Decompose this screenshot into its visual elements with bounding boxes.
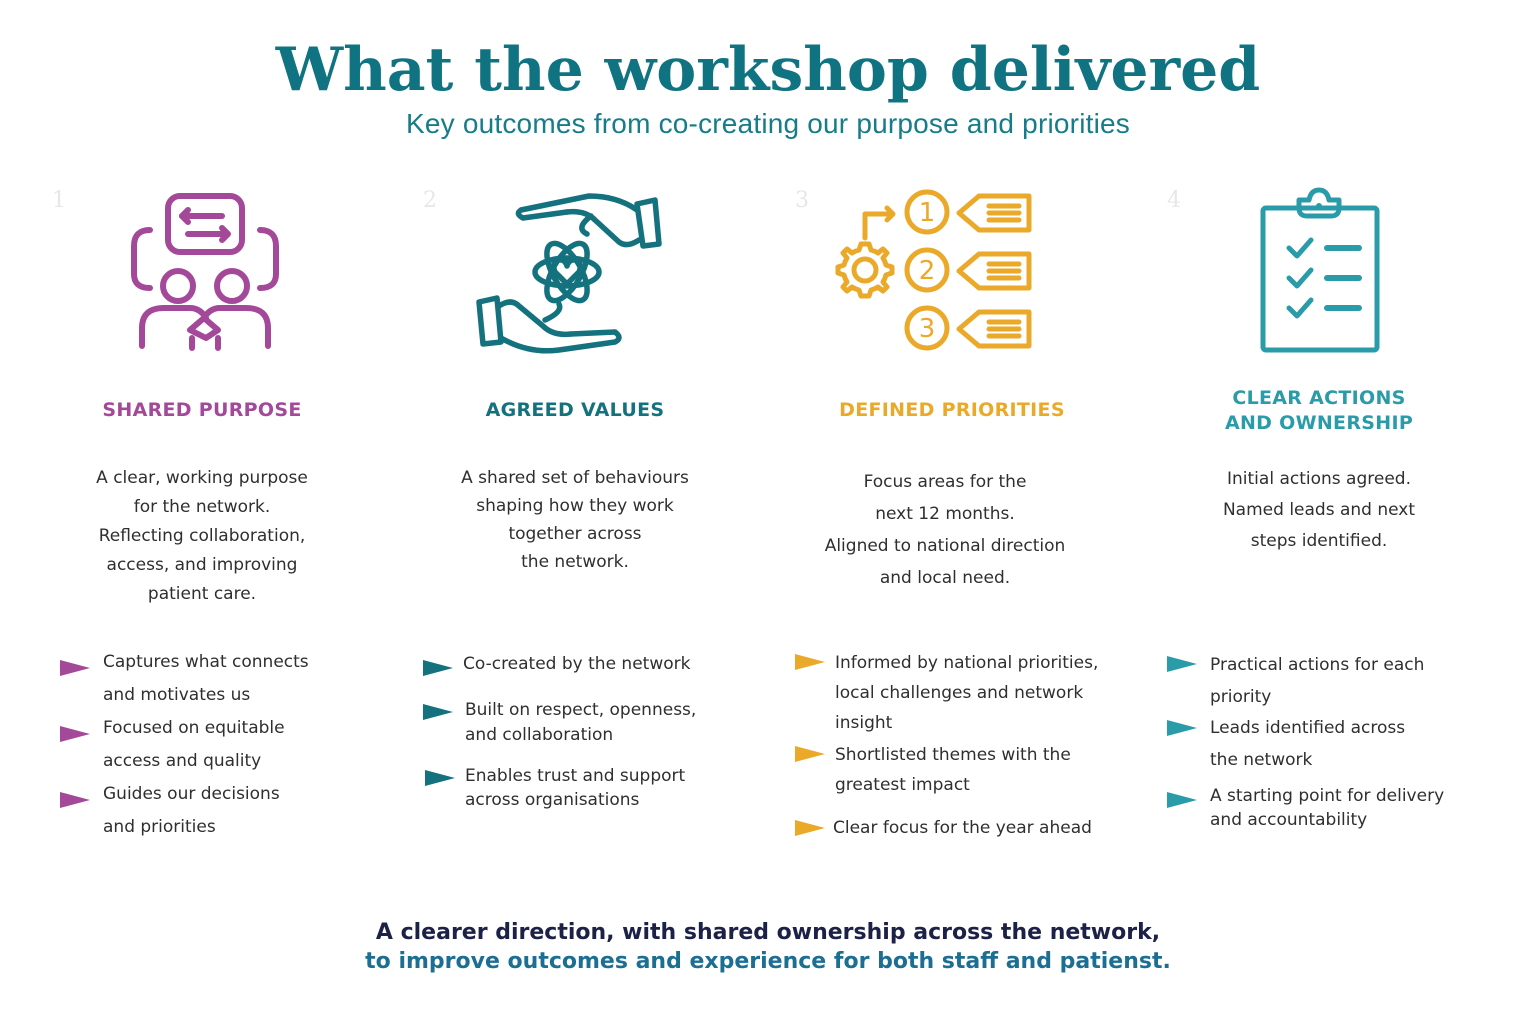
card-heading-line: AND OWNERSHIP bbox=[1224, 412, 1414, 434]
description-line: together across bbox=[508, 524, 642, 544]
bullet-line: Co-created by the network bbox=[463, 654, 691, 674]
pennant-icon bbox=[795, 654, 825, 670]
gear-with-numbered-list-icon: 1 2 3 bbox=[835, 189, 1032, 351]
bullet-line: Clear focus for the year ahead bbox=[833, 818, 1092, 838]
card-heading-line: AGREED VALUES bbox=[485, 399, 665, 421]
description-line: Named leads and next bbox=[1222, 500, 1416, 520]
pennant-icon bbox=[60, 792, 90, 808]
outcome-card-defined-priorities: 3 1 2 3 DEFINED PRIORITIES bbox=[755, 170, 1139, 870]
description-line: Focus areas for the bbox=[863, 472, 1027, 492]
footer-statement-line-1: A clearer direction, with shared ownersh… bbox=[375, 920, 1161, 945]
card-number: 2 bbox=[423, 188, 437, 213]
bullet-line: and collaboration bbox=[465, 725, 614, 745]
card-heading-line: SHARED PURPOSE bbox=[102, 399, 302, 421]
pennant-icon bbox=[795, 820, 825, 836]
pennant-icon bbox=[1167, 656, 1197, 672]
footer-statement-line-2: to improve outcomes and experience for b… bbox=[365, 949, 1171, 974]
card-heading: CLEAR ACTIONS AND OWNERSHIP bbox=[1127, 386, 1511, 436]
list-number: 1 bbox=[919, 198, 936, 228]
bullet-line: Practical actions for each bbox=[1210, 655, 1425, 675]
description-line: Reflecting collaboration, bbox=[98, 526, 306, 546]
pennant-icon bbox=[60, 660, 90, 676]
pennant-icon bbox=[425, 770, 455, 786]
card-description: A shared set of behaviours shaping how t… bbox=[413, 464, 737, 576]
pennant-icon bbox=[1167, 792, 1197, 808]
card-heading-line: DEFINED PRIORITIES bbox=[839, 399, 1065, 421]
list-number: 2 bbox=[919, 256, 936, 286]
card-number: 4 bbox=[1167, 188, 1181, 213]
description-line: access, and improving bbox=[106, 555, 298, 575]
bullet-line: Shortlisted themes with the bbox=[835, 745, 1071, 765]
pennant-icon bbox=[423, 660, 453, 676]
bullet-line: local challenges and network bbox=[835, 683, 1084, 703]
card-heading-line: CLEAR ACTIONS bbox=[1232, 387, 1406, 409]
description-line: patient care. bbox=[147, 584, 257, 604]
page-subtitle: Key outcomes from co-creating our purpos… bbox=[406, 108, 1130, 139]
card-heading: AGREED VALUES bbox=[383, 398, 767, 423]
outcome-card-clear-actions: 4 CLEAR ACTIONS AND OWNERSHIP Initial ac… bbox=[1127, 170, 1511, 870]
hands-with-heart-icon bbox=[476, 193, 662, 354]
description-line: next 12 months. bbox=[875, 504, 1015, 524]
bullet-line: access and quality bbox=[103, 751, 262, 771]
bullet-line: Built on respect, openness, bbox=[465, 700, 697, 720]
description-line: A clear, working purpose bbox=[96, 468, 308, 488]
card-number: 3 bbox=[795, 188, 809, 213]
people-with-arrows-icon bbox=[131, 193, 279, 351]
outcome-card-shared-purpose: 1 SHARED PURPOSE A clear, working purpos… bbox=[10, 170, 394, 870]
pennant-icon bbox=[60, 726, 90, 742]
card-number: 1 bbox=[52, 188, 66, 213]
card-heading: SHARED PURPOSE bbox=[10, 398, 394, 423]
bullet-line: insight bbox=[835, 713, 893, 733]
description-line: for the network. bbox=[133, 497, 271, 517]
description-line: shaping how they work bbox=[476, 496, 674, 516]
description-line: Aligned to national direction bbox=[824, 536, 1066, 556]
description-line: and local need. bbox=[879, 568, 1011, 588]
description-line: A shared set of behaviours bbox=[461, 468, 689, 488]
pennant-icon bbox=[423, 704, 453, 720]
card-description: Focus areas for the next 12 months. Alig… bbox=[783, 466, 1107, 594]
bullet-line: priority bbox=[1210, 687, 1272, 707]
bullet-line: and accountability bbox=[1210, 810, 1368, 830]
bullet-line: greatest impact bbox=[835, 775, 970, 795]
bullet-line: Captures what connects bbox=[103, 652, 309, 672]
bullet-line: and priorities bbox=[103, 817, 216, 837]
bullet-line: and motivates us bbox=[103, 685, 251, 705]
description-line: the network. bbox=[521, 552, 629, 572]
bullet-line: the network bbox=[1210, 750, 1313, 770]
page-title: What the workshop delivered bbox=[275, 35, 1261, 105]
card-heading: DEFINED PRIORITIES bbox=[760, 398, 1144, 423]
outcome-card-agreed-values: 2 AGREED VALUES A shared set of behaviou… bbox=[383, 170, 767, 870]
clipboard-checklist-icon bbox=[1260, 187, 1380, 353]
description-line: steps identified. bbox=[1250, 531, 1388, 551]
bullet-line: Informed by national priorities, bbox=[835, 653, 1099, 673]
pennant-icon bbox=[795, 746, 825, 762]
bullet-line: across organisations bbox=[465, 790, 640, 810]
list-number: 3 bbox=[919, 314, 936, 344]
bullet-line: Guides our decisions bbox=[103, 784, 280, 804]
card-description: A clear, working purpose for the network… bbox=[40, 464, 364, 609]
card-description: Initial actions agreed. Named leads and … bbox=[1157, 464, 1481, 557]
pennant-icon bbox=[1167, 720, 1197, 736]
bullet-line: Leads identified across bbox=[1210, 718, 1406, 738]
bullet-line: Focused on equitable bbox=[103, 718, 285, 738]
bullet-line: Enables trust and support bbox=[465, 766, 686, 786]
description-line: Initial actions agreed. bbox=[1227, 469, 1411, 489]
bullet-line: A starting point for delivery bbox=[1210, 786, 1445, 806]
